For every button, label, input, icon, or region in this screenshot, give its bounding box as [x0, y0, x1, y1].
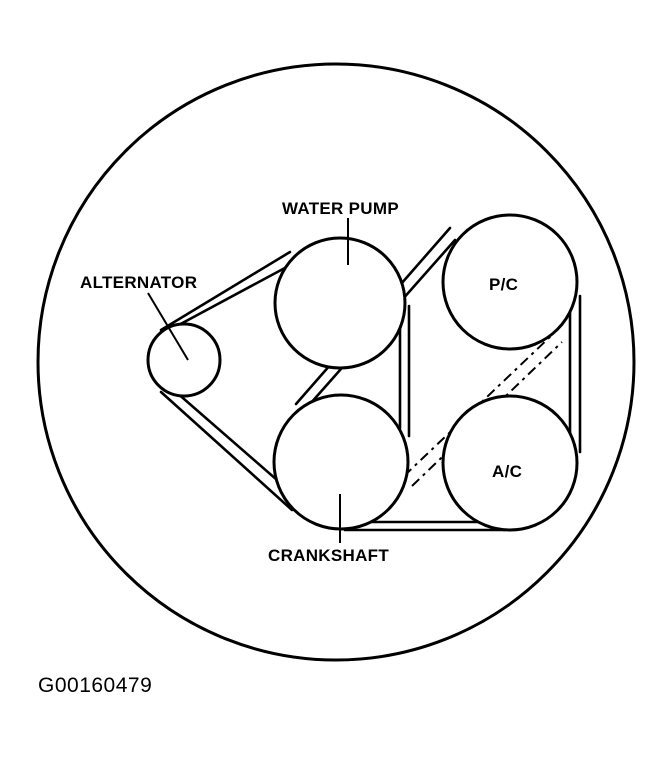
ac-compressor-pulley	[441, 394, 579, 532]
power-steering-pulley	[441, 213, 579, 351]
alternator-pulley	[146, 322, 222, 398]
alternator-leader	[147, 292, 189, 361]
water-pump-label: WATER PUMP	[282, 199, 399, 218]
alternate-belt-routing	[403, 334, 563, 487]
alternator-label: ALTERNATOR	[80, 273, 197, 292]
figure-id: G00160479	[38, 674, 152, 697]
water-pump-pulley	[273, 236, 407, 370]
power-steering-label: P/C	[489, 275, 518, 294]
outer-circle	[36, 62, 636, 662]
ac-compressor-label: A/C	[492, 462, 522, 481]
crankshaft-label: CRANKSHAFT	[268, 546, 389, 565]
